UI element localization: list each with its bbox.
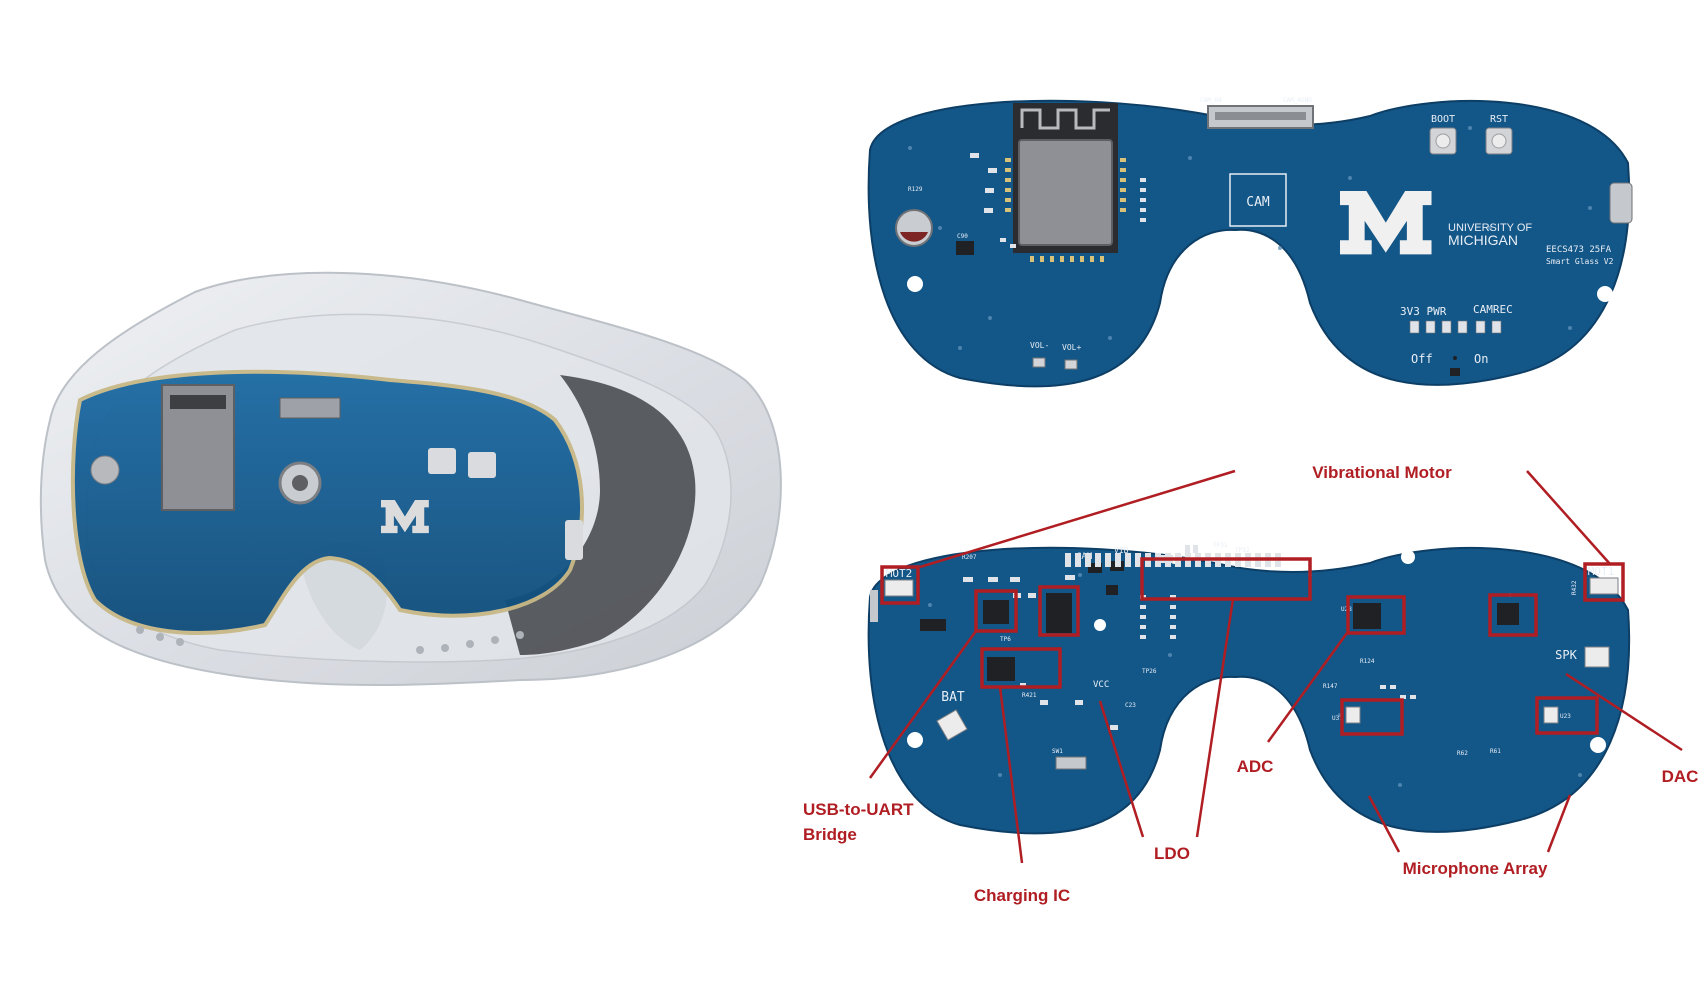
enclosure-3d-view	[39, 271, 782, 686]
back-mic-left	[1345, 706, 1361, 724]
highlight-adc	[1346, 595, 1406, 635]
highlight-mot1	[1583, 562, 1625, 602]
back-label-c23: C23	[1125, 702, 1136, 709]
back-label-r432: R432	[1571, 580, 1578, 595]
back-label-u23: U23	[1560, 713, 1571, 720]
back-inductor	[920, 619, 946, 631]
callout-adc: ADC	[1237, 757, 1274, 776]
highlight-ldo-row	[1140, 557, 1312, 601]
callout-usb-uart-line1: USB-to-UART	[803, 800, 914, 819]
back-label-mot2: MOT2	[886, 567, 913, 580]
back-label-vcc: VCC	[1093, 680, 1109, 690]
front-camera-footprint	[1229, 173, 1287, 227]
front-mount-hole	[1333, 103, 1347, 117]
front-label-university: UNIVERSITY OF	[1448, 222, 1532, 234]
back-label-vib: VIB	[1114, 546, 1129, 555]
back-bat-connector	[936, 709, 968, 741]
back-label-r421: R421	[1022, 692, 1037, 699]
front-label-boot: BOOT	[1431, 114, 1455, 125]
back-label-r147: R147	[1323, 683, 1338, 690]
back-ldo-chip	[1046, 593, 1072, 633]
pcb-front: CAM_D4 CAM_AGND CAM BOOT RST UNIVERSITY …	[867, 97, 1633, 388]
callout-vibrational-motor: Vibrational Motor	[1312, 463, 1452, 482]
back-power-switch	[1055, 756, 1087, 770]
front-label-off: Off	[1411, 352, 1433, 366]
front-boot-button	[1429, 127, 1457, 155]
back-mic-right	[1543, 706, 1559, 724]
callouts: Vibrational Motor USB-to-UART Bridge Cha…	[803, 463, 1698, 905]
back-charging-chip	[987, 657, 1015, 681]
front-label-3v3-pwr: 3V3 PWR	[1400, 305, 1447, 318]
front-label-vol-plus: VOL+	[1062, 343, 1081, 352]
front-mount-hole	[907, 276, 923, 292]
callout-usb-uart-line2: Bridge	[803, 825, 857, 844]
front-label-vol-minus: VOL-	[1030, 341, 1049, 350]
highlight-usb-uart	[974, 589, 1018, 633]
back-label-u31: U31	[1332, 715, 1343, 722]
front-label-camrec: CAMREC	[1473, 303, 1513, 316]
callout-ldo: LDO	[1154, 844, 1190, 863]
back-label-spk: SPK	[1555, 648, 1577, 662]
back-label-sw1: SW1	[1052, 748, 1063, 755]
highlight-mic-right	[1535, 696, 1599, 735]
highlight-dac	[1488, 593, 1538, 637]
front-label-course: EECS473 25FA	[1546, 245, 1612, 255]
back-adc-chip	[1353, 603, 1381, 629]
callout-dac: DAC	[1662, 767, 1699, 786]
highlight-ldo-small	[1038, 585, 1080, 637]
pcb-back: TP31 TP32 MOT2 MOT1 SPK BAT SW1 CAM VIB …	[867, 542, 1631, 835]
back-mount-hole	[1590, 737, 1606, 753]
front-power-switch	[1450, 368, 1460, 376]
front-university-m-logo	[1340, 191, 1432, 255]
front-label-on: On	[1474, 352, 1488, 366]
front-label-cam-agnd: CAM_AGND	[1283, 97, 1312, 104]
front-usb-connector	[1609, 182, 1633, 224]
back-label-r207: R207	[962, 554, 977, 561]
back-mount-hole	[907, 732, 923, 748]
callout-leaders	[868, 469, 1683, 864]
back-label-tp31: TP31	[1213, 542, 1228, 549]
enclosure-university-m-logo	[381, 500, 429, 534]
front-mount-hole	[1597, 286, 1613, 302]
front-label-michigan: MICHIGAN	[1448, 232, 1518, 248]
front-label-r129: R129	[908, 186, 923, 193]
back-usb-uart-chip	[983, 600, 1009, 624]
back-label-r62: R62	[1457, 750, 1468, 757]
back-label-mot1: MOT1	[1588, 565, 1615, 578]
back-usb-connector	[870, 590, 878, 622]
back-mount-hole	[1094, 619, 1106, 631]
front-vol-plus-button	[1064, 359, 1078, 370]
front-label-rst: RST	[1490, 114, 1508, 125]
front-status-leds	[1409, 320, 1502, 334]
back-label-tp26: TP26	[1142, 668, 1157, 675]
back-label-r61: R61	[1490, 748, 1501, 755]
back-dac-chip	[1497, 603, 1519, 625]
front-label-cam-d4: CAM_D4	[1200, 97, 1222, 104]
front-label-c90: C90	[957, 233, 968, 240]
back-label-bat: BAT	[941, 690, 965, 705]
enclosure-fpc-connector	[279, 397, 341, 419]
enclosure-battery-cap	[90, 455, 120, 485]
highlight-mot2	[880, 565, 920, 605]
front-electrolytic-capacitor	[895, 209, 933, 247]
back-mount-hole	[1401, 550, 1415, 564]
back-mot2-connector	[884, 579, 914, 597]
front-label-product: Smart Glass V2	[1546, 257, 1614, 266]
front-wifi-module	[1013, 103, 1118, 253]
back-label-tp32: TP32	[1235, 547, 1250, 554]
front-rst-button	[1485, 127, 1513, 155]
back-label-tp6: TP6	[1000, 636, 1011, 643]
back-label-r124: R124	[1360, 658, 1375, 665]
back-spk-connector	[1584, 646, 1610, 668]
back-mot1-connector	[1589, 577, 1619, 595]
highlight-mic-left	[1340, 698, 1404, 736]
front-label-cam: CAM	[1246, 195, 1270, 210]
back-label-cam: CAM	[1076, 552, 1093, 562]
highlight-charging	[980, 647, 1062, 689]
front-vol-minus-button	[1032, 357, 1046, 368]
callout-charging-ic: Charging IC	[974, 886, 1070, 905]
callout-microphone-array: Microphone Array	[1403, 859, 1548, 878]
